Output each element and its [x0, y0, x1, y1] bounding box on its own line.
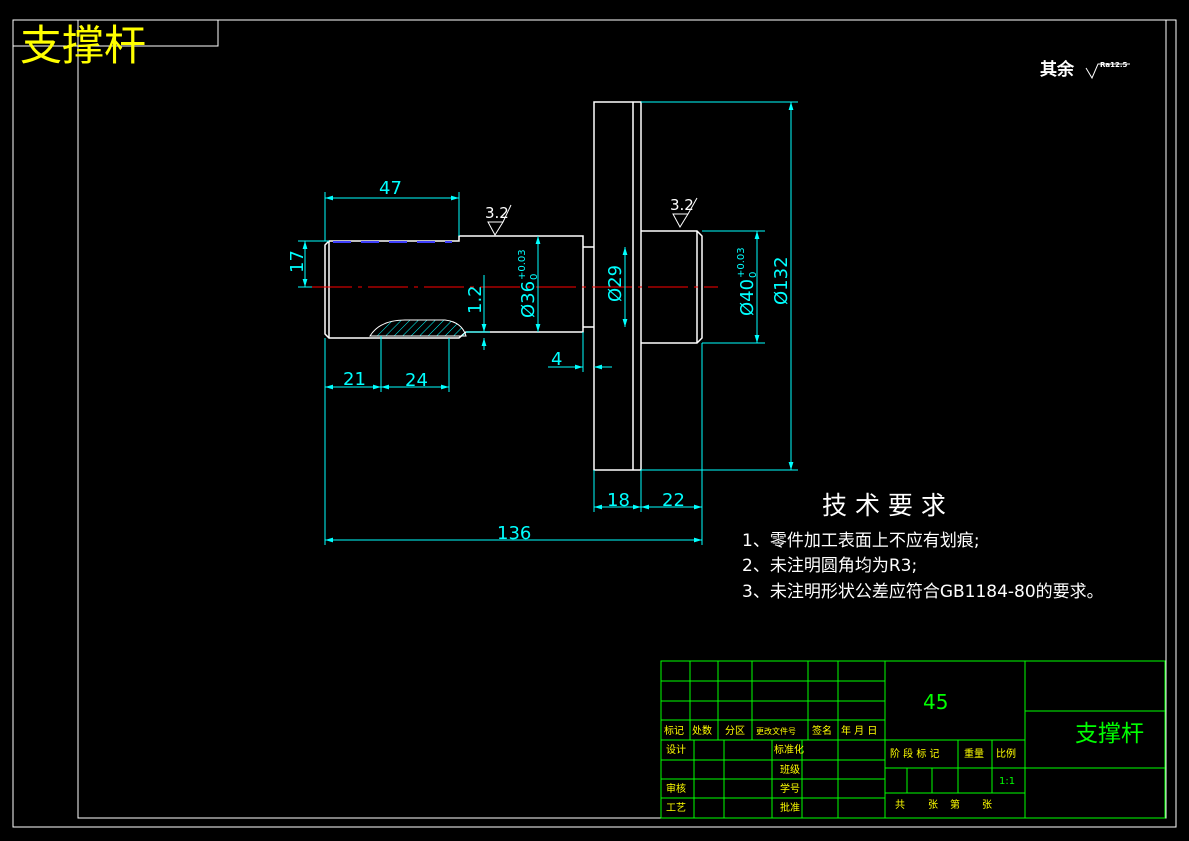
surface-note-label: 其余	[1040, 59, 1075, 80]
dim-47: 47	[379, 178, 402, 199]
dim-36-tol-lower: 0	[529, 274, 540, 280]
tb-process: 工艺	[666, 802, 686, 814]
surface-roughness-note: 其余 Ra12.5	[1040, 59, 1130, 80]
title-block-texts: 45 支撑杆 标记 处数 分区 更改文件号 签名 年 月 日 设计 标准化 班级…	[664, 690, 1144, 814]
roughness-mark-icon	[672, 197, 698, 229]
tb-hdr-count: 处数	[692, 724, 712, 737]
dim-22: 22	[662, 490, 685, 511]
tech-req-title: 技 术 要 求	[822, 491, 946, 520]
roughness-mark-2: 3.2	[670, 196, 694, 214]
dim-24: 24	[405, 370, 428, 391]
dim-29: Ø29	[605, 265, 626, 302]
dim-18: 18	[607, 490, 630, 511]
tb-class: 班级	[780, 764, 800, 776]
tb-hdr-zone: 分区	[725, 725, 745, 737]
dim-132: Ø132	[771, 256, 792, 305]
tb-material: 45	[923, 690, 948, 714]
tb-student-no: 学号	[780, 782, 800, 795]
title-block	[660, 660, 1166, 819]
tb-sheets-total: 共	[895, 799, 905, 811]
tb-stage-mark: 阶 段 标 记	[890, 747, 940, 760]
tb-standard: 标准化	[774, 743, 804, 756]
dim-136: 136	[497, 523, 531, 544]
drawing-title: 支撑杆	[20, 21, 146, 70]
tech-req-item-1: 1、零件加工表面上不应有划痕;	[742, 531, 980, 551]
tb-weight: 重量	[964, 747, 984, 760]
surface-note-roughness: Ra12.5	[1100, 61, 1128, 69]
dimension-texts: 47 17 1.2 Ø36 +0.03 0 Ø29 Ø40 +0.03 0 Ø1…	[287, 178, 792, 544]
dim-21: 21	[343, 369, 366, 390]
roughness-symbol-icon	[1085, 63, 1130, 80]
tb-scale-value: 1:1	[999, 776, 1015, 787]
dim-36-tol-upper: +0.03	[517, 249, 528, 280]
dimension-lines	[298, 101, 798, 545]
tb-sheets-label: 张	[928, 799, 938, 811]
roughness-marks	[487, 197, 698, 237]
dim-1-2: 1.2	[465, 285, 486, 314]
tb-hdr-sign: 签名	[812, 724, 832, 737]
dim-40-tol-lower: 0	[748, 272, 759, 278]
tb-sheet-label: 张	[982, 799, 992, 811]
tb-hdr-mark: 标记	[664, 725, 684, 737]
tech-req-item-3: 3、未注明形状公差应符合GB1184-80的要求。	[742, 582, 1104, 602]
tb-review: 审核	[666, 782, 686, 795]
tb-sheet-no: 第	[950, 798, 960, 811]
tb-hdr-date: 年 月 日	[841, 724, 877, 737]
technical-requirements: 技 术 要 求 1、零件加工表面上不应有划痕; 2、未注明圆角均为R3; 3、未…	[742, 491, 1104, 602]
keyway	[333, 241, 467, 337]
drawing-frame	[12, 19, 1177, 828]
roughness-mark-icon	[487, 204, 512, 237]
dim-4: 4	[551, 349, 562, 370]
tb-design: 设计	[666, 743, 686, 756]
tb-approve: 批准	[780, 801, 800, 814]
dim-40-tol-upper: +0.03	[736, 247, 747, 278]
tech-req-item-2: 2、未注明圆角均为R3;	[742, 556, 917, 576]
dim-36: Ø36	[518, 281, 539, 318]
tb-scale: 比例	[996, 747, 1016, 760]
dim-17: 17	[287, 250, 308, 273]
tb-part-name: 支撑杆	[1075, 721, 1144, 747]
roughness-mark-1: 3.2	[485, 204, 509, 222]
tb-hdr-docno: 更改文件号	[756, 726, 796, 736]
dim-40: Ø40	[737, 279, 758, 316]
part-outline	[324, 101, 703, 471]
